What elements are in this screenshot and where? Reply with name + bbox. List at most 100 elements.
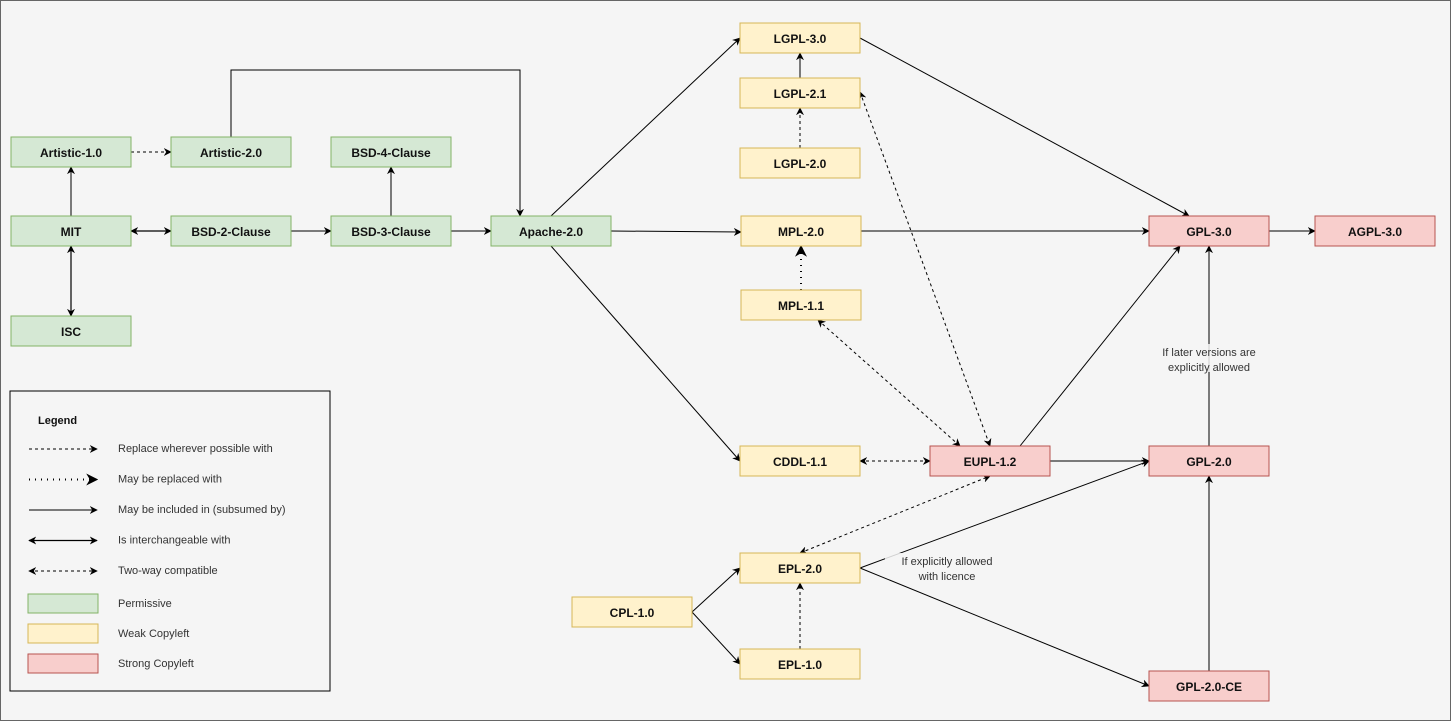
- node-label: CPL-1.0: [610, 606, 655, 620]
- node-label: Artistic-2.0: [200, 146, 262, 160]
- node-box[interactable]: [10, 136, 132, 168]
- node-box[interactable]: [1148, 670, 1270, 702]
- node-box[interactable]: [739, 648, 861, 680]
- node-label: LGPL-2.1: [774, 87, 827, 101]
- node-label: AGPL-3.0: [1348, 225, 1402, 239]
- node-box[interactable]: [929, 445, 1051, 477]
- node-bsd4[interactable]: BSD-4-Clause: [330, 136, 452, 168]
- node-label: GPL-2.0-CE: [1176, 680, 1242, 694]
- node-box[interactable]: [170, 215, 292, 247]
- edge-label-bg: [1147, 344, 1271, 372]
- node-box[interactable]: [330, 136, 452, 168]
- edge-eupl12-to-gpl3: [1019, 245, 1181, 447]
- legend-label: Strong Copyleft: [118, 658, 194, 670]
- node-artistic1[interactable]: Artistic-1.0: [10, 136, 132, 168]
- node-eupl12[interactable]: EUPL-1.2: [929, 445, 1051, 477]
- node-label: BSD-4-Clause: [351, 146, 431, 160]
- edge-lgpl21-to-eupl12: [858, 91, 992, 447]
- node-box[interactable]: [739, 22, 861, 54]
- node-gpl2ce[interactable]: GPL-2.0-CE: [1148, 670, 1270, 702]
- legend-label: Permissive: [118, 598, 172, 610]
- legend-label: Two-way compatible: [118, 565, 218, 577]
- node-box[interactable]: [739, 77, 861, 109]
- node-box[interactable]: [739, 445, 861, 477]
- edge-apache2-to-lgpl3: [550, 37, 741, 217]
- edge-cpl1-to-epl2: [691, 567, 741, 613]
- edge-epl2-to-gpl2ce: [859, 567, 1150, 687]
- node-mit[interactable]: MIT: [10, 215, 132, 247]
- node-label: Apache-2.0: [519, 225, 583, 239]
- legend-swatch-permissive: [27, 593, 99, 614]
- node-lgpl21[interactable]: LGPL-2.1: [739, 77, 861, 109]
- node-label: EUPL-1.2: [964, 455, 1017, 469]
- legend-label: Replace wherever possible with: [118, 443, 273, 455]
- legend-swatch-strong: [27, 653, 99, 674]
- edge-lgpl3-to-gpl3: [859, 37, 1190, 217]
- edge-cpl1-to-epl1: [691, 611, 741, 665]
- node-label: GPL-3.0: [1186, 225, 1232, 239]
- edge-apache2-to-cddl11: [550, 245, 741, 462]
- node-label: BSD-2-Clause: [191, 225, 271, 239]
- edge-label: If explicitly allowed: [901, 556, 992, 568]
- edge-mpl11-to-eupl12: [817, 319, 961, 447]
- node-label: CDDL-1.1: [773, 455, 827, 469]
- node-cpl1[interactable]: CPL-1.0: [571, 596, 693, 628]
- node-box[interactable]: [740, 215, 862, 247]
- node-gpl3[interactable]: GPL-3.0: [1148, 215, 1270, 247]
- node-box[interactable]: [739, 552, 861, 584]
- node-artistic2[interactable]: Artistic-2.0: [170, 136, 292, 168]
- node-box[interactable]: [740, 289, 862, 321]
- node-mpl11[interactable]: MPL-1.1: [740, 289, 862, 321]
- node-box[interactable]: [739, 147, 861, 179]
- node-box[interactable]: [490, 215, 612, 247]
- edge-epl2-to-gpl2: [859, 459, 1150, 569]
- edge-artistic2-to-apache2: [230, 69, 524, 217]
- node-label: BSD-3-Clause: [351, 225, 431, 239]
- node-bsd3[interactable]: BSD-3-Clause: [330, 215, 452, 247]
- node-label: GPL-2.0: [1186, 455, 1232, 469]
- node-cddl11[interactable]: CDDL-1.1: [739, 445, 861, 477]
- edge-label-bg: [885, 553, 1009, 581]
- edge-epl2-to-eupl12: [799, 474, 991, 555]
- legend-label: Is interchangeable with: [118, 535, 231, 547]
- node-box[interactable]: [571, 596, 693, 628]
- legend: Legend Replace wherever possible withMay…: [9, 390, 331, 692]
- node-box[interactable]: [1314, 215, 1436, 247]
- node-agpl3[interactable]: AGPL-3.0: [1314, 215, 1436, 247]
- legend-label: May be included in (subsumed by): [118, 504, 286, 516]
- node-box[interactable]: [10, 215, 132, 247]
- node-mpl2[interactable]: MPL-2.0: [740, 215, 862, 247]
- legend-label: Weak Copyleft: [118, 628, 189, 640]
- node-label: EPL-2.0: [778, 562, 822, 576]
- node-label: Artistic-1.0: [40, 146, 102, 160]
- node-box[interactable]: [1148, 215, 1270, 247]
- edge-apache2-to-mpl2: [610, 227, 742, 236]
- node-box[interactable]: [10, 315, 132, 347]
- node-label: ISC: [61, 325, 81, 339]
- edges: If later versions are explicitly allowedI…: [67, 37, 1316, 687]
- node-isc[interactable]: ISC: [10, 315, 132, 347]
- node-lgpl2[interactable]: LGPL-2.0: [739, 147, 861, 179]
- node-label: MPL-2.0: [778, 225, 824, 239]
- legend-label: May be replaced with: [118, 474, 222, 486]
- node-label: MPL-1.1: [778, 299, 824, 313]
- node-box[interactable]: [330, 215, 452, 247]
- node-lgpl3[interactable]: LGPL-3.0: [739, 22, 861, 54]
- node-box[interactable]: [1148, 445, 1270, 477]
- node-label: EPL-1.0: [778, 658, 822, 672]
- edge-label: If later versions are: [1162, 347, 1256, 359]
- node-epl1[interactable]: EPL-1.0: [739, 648, 861, 680]
- node-box[interactable]: [170, 136, 292, 168]
- edge-label: with licence: [918, 571, 976, 583]
- node-label: LGPL-3.0: [774, 32, 827, 46]
- node-epl2[interactable]: EPL-2.0: [739, 552, 861, 584]
- edge-label: explicitly allowed: [1168, 362, 1250, 374]
- node-apache2[interactable]: Apache-2.0: [490, 215, 612, 247]
- legend-swatch-weak: [27, 623, 99, 644]
- node-label: MIT: [61, 225, 82, 239]
- node-bsd2[interactable]: BSD-2-Clause: [170, 215, 292, 247]
- node-gpl2[interactable]: GPL-2.0: [1148, 445, 1270, 477]
- legend-title: Legend: [38, 415, 77, 427]
